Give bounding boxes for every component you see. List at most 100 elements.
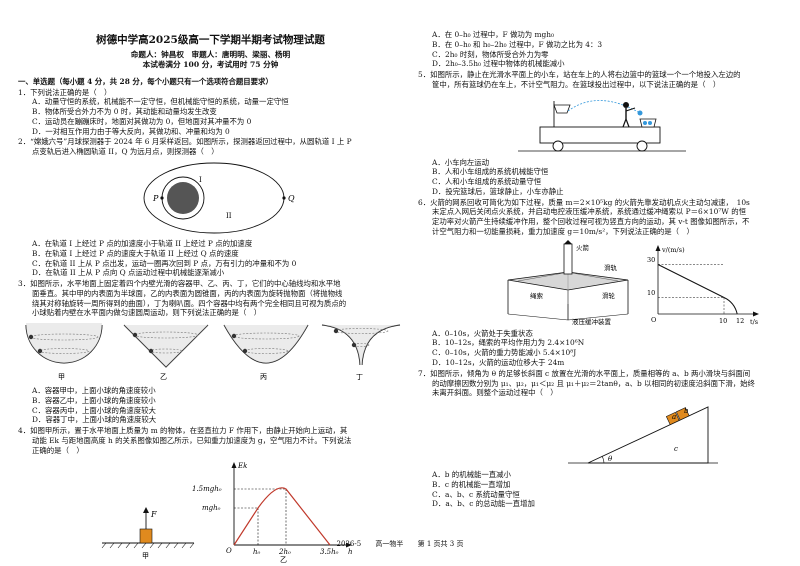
cart-figure: [518, 99, 686, 152]
q5-stem-line2: 筐中，所有篮球仍在车上，不计空气阻力。在篮球投出过程中，以下说法正确的是（ ）: [432, 79, 721, 89]
page-footer: 2026-5 高一物半 第 1 页共 3 页: [0, 540, 800, 549]
v-tick-30: 30: [647, 256, 655, 264]
q2-option-c: C．在轨道 II 上从 P 点出发，运动一圈再次回到 P 点，万有引力的冲量和不…: [32, 258, 297, 268]
container-jia: 甲: [25, 323, 103, 381]
q1-option-a: A．动量守恒的系统，机械能不一定守恒，但机械能守恒的系统，动量一定守恒: [32, 97, 289, 107]
q4-option-b: B．在 0–h₀ 和 h₀–2h₀ 过程中，F 做功之比为 4：3: [432, 39, 603, 49]
x-tick-2: 2h₀: [278, 548, 291, 556]
pulley-label: 滑轮: [602, 291, 616, 300]
q3-stem-line1: 3．如图所示，水平地面上固定着四个内壁光滑的容器甲、乙、丙、丁，它们的中心轴线均…: [18, 279, 341, 289]
container-yi: 乙: [123, 324, 209, 381]
q7-option-c: C．a、b、c 系统动量守恒: [432, 489, 520, 499]
q7-option-d: D．a、b、c 的总动能一直增加: [432, 499, 535, 509]
question-7: 7．如图所示，倾角为 θ 的足够长斜面 c 放置在光滑的水平面上，质量相等的 a…: [418, 369, 786, 509]
exam-title: 树德中学高2025级高一下学期半期考试物理试题: [96, 34, 325, 46]
q4-stem-line3: 正确的是（ ）: [32, 445, 84, 455]
q4-options: A．在 0–h₀ 过程中，F 做功为 mgh₀ B．在 0–h₀ 和 h₀–2h…: [418, 30, 786, 69]
q7-stem-line1: 7．如图所示，倾角为 θ 的足够长斜面 c 放置在光滑的水平面上，质量相等的 a…: [418, 368, 751, 378]
q7-stem-line3: 未离开斜面。则整个运动过程中（ ）: [432, 388, 558, 398]
q6-option-b: B．10–12s，绳索的平均作用力为 2.4×10⁶N: [432, 338, 585, 348]
question-4: 4．如图甲所示，置于水平地面上质量为 m 的物体，在竖直拉力 F 作用下，由静止…: [18, 426, 403, 562]
figure-jia-label: 甲: [142, 552, 149, 560]
footer-grade: 高一物半: [375, 540, 404, 548]
q2-stem-line2: 点变轨后进入椭圆轨道 II，Q 为远月点，则探测器（ ）: [32, 147, 219, 157]
q3-option-d: D．容器丁中，上面小球的角速度较大: [32, 415, 157, 425]
q1-option-b: B．物体所受合外力不为 0 时，其动能和动量均发生改变: [32, 107, 217, 117]
q3-option-b: B．容器乙中，上面小球的角速度较小: [32, 395, 156, 405]
q6-stem-line4: 计空气阻力和一切能量损耗，重力加速度 g＝10m/s²，下列说法正确的是（ ）: [432, 226, 694, 236]
hydraulic-label: 液压缓冲装置: [572, 317, 612, 326]
ek-h-graph: Ek h O 1.5mgh₀ mgh₀ h₀ 2h₀ 3.5h₀ 乙: [192, 461, 353, 563]
rocket-figure: 火箭 滑轨 绳索 滑轮 液压缓冲装置 v/(m/s) t/s O 30 10 1…: [507, 239, 759, 326]
q5-option-b: B．人和小车组成的系统机械能守恒: [432, 167, 549, 177]
orbit-p-label: P: [152, 194, 159, 203]
vt-curve: [657, 263, 738, 314]
footer-date: 2026-5: [336, 540, 362, 548]
question-5: 5．如图所示，静止在光滑水平面上的小车，站在车上的人将右边篮中的篮球一个一个地投…: [418, 70, 786, 197]
orbit-2-label: II: [226, 212, 232, 220]
container-yi-label: 乙: [160, 373, 167, 381]
x-tick-1: h₀: [253, 548, 261, 556]
q1-option-d: D．一对相互作用力由于等大反向，其做功和、冲量和均为 0: [32, 126, 230, 136]
section-heading: 一、单选题（每小题 4 分，共 28 分，每个小题只有一个选项符合题目要求）: [18, 76, 273, 86]
q1-stem: 1．下列说法正确的是（ ）: [18, 87, 112, 97]
container-bing-label: 丙: [260, 373, 267, 381]
exam-score-note: 本试卷满分 100 分，考试用时 75 分钟: [142, 59, 279, 69]
q1-option-c: C．运动员在蹦蹦床时，地面对其做功为 0，但地面对其冲量不为 0: [32, 116, 252, 126]
theta-label: θ: [608, 455, 613, 463]
ek-axis-label: Ek: [237, 462, 247, 470]
q3-option-a: A．容器甲中，上面小球的角速度较小: [32, 386, 156, 396]
x-tick-3: 3.5h₀: [320, 548, 339, 556]
v-tick-10: 10: [647, 289, 655, 297]
figure-yi-label: 乙: [280, 556, 287, 563]
v-axis-label: v/(m/s): [661, 246, 685, 254]
question-6: 6．火箭的网系回收可简化为如下过程，质量 m＝2×10⁵kg 的火箭先靠发动机点…: [418, 198, 786, 368]
block-a-label: a: [672, 413, 676, 421]
q5-stem-line1: 5．如图所示，静止在光滑水平面上的小车，站在车上的人将右边篮中的篮球一个一个地投…: [418, 70, 741, 80]
vt-series: [657, 263, 738, 314]
graph-origin-label: O: [226, 547, 232, 555]
y-tick-1: 1.5mgh₀: [192, 485, 222, 493]
incline-figure: a b c θ: [568, 406, 718, 464]
orbit-q-label: Q: [288, 194, 295, 203]
q2-option-d: D．在轨道 II 上从 P 点向 Q 点运动过程中机械能逐渐减小: [32, 268, 225, 278]
q2-option-b: B．在轨道 I 上经过 P 点的速度大于轨道 II 上经过 Q 点的速度: [32, 248, 239, 258]
q7-option-b: B．c 的机械能一直增加: [432, 479, 511, 489]
q7-stem-line2: 的动摩擦因数分别为 μ₁、μ₂，μ₁＜μ₂ 且 μ₁＋μ₂＝2tanθ，a、b …: [432, 378, 755, 388]
person-icon: [622, 101, 636, 127]
right-column: A．在 0–h₀ 过程中，F 做功为 mgh₀ B．在 0–h₀ 和 h₀–2h…: [418, 0, 786, 509]
q4-stem-line1: 4．如图甲所示，置于水平地面上质量为 m 的物体，在竖直拉力 F 作用下，由静止…: [18, 426, 348, 436]
q6-option-a: A．0–10s，火箭处于失重状态: [432, 328, 533, 338]
footer-page: 第 1 页共 3 页: [417, 540, 464, 548]
block-b-label: b: [684, 407, 689, 415]
block-figure: F 甲: [101, 506, 195, 560]
q3-option-c: C．容器丙中，上面小球的角速度较大: [32, 405, 156, 415]
left-column: 树德中学高2025级高一下学期半期考试物理试题 命题人：钟昌权 审题人：唐明明、…: [18, 0, 403, 566]
q6-option-d: D．10–12s，火箭的运动位移大于 24m: [432, 358, 565, 368]
q5-option-a: A．小车向左运动: [432, 157, 490, 167]
y-tick-2: mgh₀: [202, 504, 221, 512]
container-ding: 丁: [321, 324, 401, 381]
containers-figure: 甲 乙 丙: [25, 323, 401, 381]
q2-stem-line1: 2．“嫦娥六号”月球探测器于 2024 年 6 月采样返回。如图所示，探测器返回…: [18, 137, 352, 147]
container-jia-label: 甲: [58, 373, 65, 381]
q2-option-a: A．在轨道 I 上经过 P 点的加速度小于轨道 II 上经过 P 点的加速度: [32, 239, 253, 249]
t-tick-12: 12: [736, 317, 744, 325]
container-bing: 丙: [223, 324, 309, 381]
container-ding-label: 丁: [356, 373, 363, 381]
rocket-label: 火箭: [576, 243, 590, 252]
q3-stem-line3: 绕其对称轴旋转一周所得到的曲面），丁为喇叭面。四个容器中均有两个完全相同且可视为…: [32, 298, 347, 308]
slide-rail-label: 滑轨: [604, 263, 618, 272]
q4-option-d: D．2h₀–3.5h₀ 过程中物体的机械能减小: [432, 59, 565, 69]
q4-option-a: A．在 0–h₀ 过程中，F 做功为 mgh₀: [432, 30, 554, 39]
rocket-net-structure: 火箭 滑轨 绳索 滑轮 液压缓冲装置: [507, 239, 629, 326]
q3-stem-line4: 小球贴着内壁在水平面内做匀速圆周运动，则下列说法正确的是（ ）: [32, 308, 262, 318]
q3-stem-line2: 面垂直。其中甲的内表面为半球面，乙的内表面为圆锥面，丙的内表面为旋转抛物面（将抛…: [32, 288, 343, 298]
q6-option-c: C．0–10s，火箭的重力势能减小 5.4×10⁸J: [432, 348, 577, 358]
question-3: 3．如图所示，水平地面上固定着四个内壁光滑的容器甲、乙、丙、丁，它们的中心轴线均…: [18, 279, 403, 425]
q7-option-a: A．b 的机械能一直减小: [432, 470, 511, 480]
q6-stem-line2: 末定点入网后关闭点火系统，并启动电控液压缓冲系统，系统通过缓冲绳索以 P＝6×1…: [432, 207, 746, 217]
q6-stem-line1: 6．火箭的网系回收可简化为如下过程，质量 m＝2×10⁵kg 的火箭先靠发动机点…: [418, 197, 750, 207]
rope-label: 绳索: [530, 291, 544, 300]
q4-stem-line2: 动能 Ek 与距地面高度 h 的关系图像如图乙所示，已知重力加速度为 g，空气阻…: [32, 435, 352, 445]
